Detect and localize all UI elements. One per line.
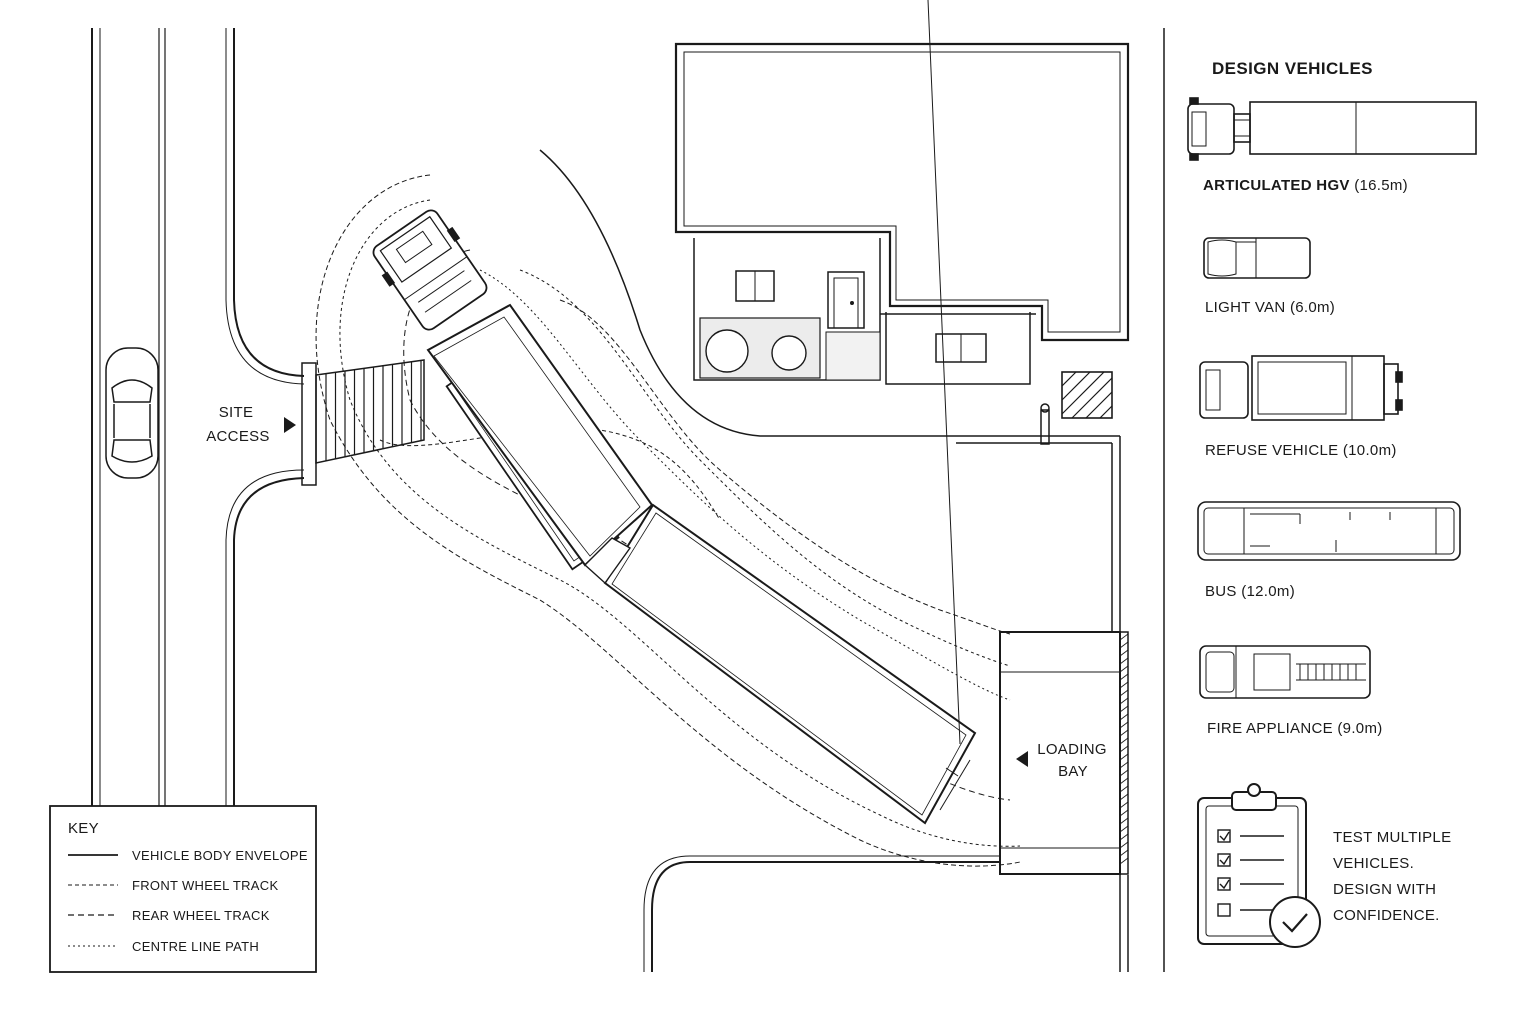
- key-item-rear-wheel: REAR WHEEL TRACK: [68, 908, 270, 923]
- svg-text:CONFIDENCE.: CONFIDENCE.: [1333, 907, 1440, 924]
- clipboard-checklist-icon: [1197, 783, 1321, 948]
- plant-area: [1061, 371, 1113, 419]
- arrow-right-icon: [284, 417, 296, 433]
- svg-text:CENTRE LINE PATH: CENTRE LINE PATH: [132, 939, 259, 954]
- design-vehicles-title: DESIGN VEHICLES: [1212, 59, 1373, 78]
- tree-icon: [705, 329, 807, 373]
- key-item-front-wheel: FRONT WHEEL TRACK: [68, 878, 278, 893]
- vehicle-label-refuse: REFUSE VEHICLE (10.0m): [1205, 442, 1397, 459]
- svg-text:VEHICLES.: VEHICLES.: [1333, 855, 1414, 872]
- arrow-left-icon: [1016, 751, 1028, 767]
- fire-appliance-icon: [1199, 645, 1371, 699]
- light-van-icon: [1203, 237, 1311, 279]
- building: [674, 42, 1130, 385]
- key-item-vehicle-body: VEHICLE BODY ENVELOPE: [68, 848, 308, 863]
- articulated-hgv: [372, 0, 977, 825]
- outer-envelope-path: [315, 174, 1021, 867]
- key-item-centre-line: CENTRE LINE PATH: [68, 939, 259, 954]
- svg-text:REAR WHEEL TRACK: REAR WHEEL TRACK: [132, 908, 270, 923]
- key-title: KEY: [68, 820, 99, 837]
- bus-icon: [1197, 501, 1461, 561]
- site-access-crossing: [301, 359, 425, 486]
- vehicle-label-fire: FIRE APPLIANCE (9.0m): [1207, 720, 1383, 737]
- svg-text:VEHICLE BODY ENVELOPE: VEHICLE BODY ENVELOPE: [132, 848, 308, 863]
- svg-text:ACCESS: ACCESS: [206, 428, 270, 445]
- svg-text:BAY: BAY: [1058, 763, 1088, 780]
- car-icon: [105, 347, 159, 479]
- site-access-label: SITE ACCESS: [206, 404, 296, 445]
- swept-path-tracks: [315, 174, 1021, 867]
- vehicle-label-van: LIGHT VAN (6.0m): [1205, 299, 1335, 316]
- articulated-hgv-icon: [1187, 97, 1477, 161]
- site-kerbs: [539, 149, 1129, 972]
- loading-bay: [999, 631, 1129, 875]
- key-panel: KEY VEHICLE BODY ENVELOPE FRONT WHEEL TR…: [49, 805, 317, 973]
- svg-text:TEST MULTIPLE: TEST MULTIPLE: [1333, 829, 1451, 846]
- svg-text:DESIGN WITH: DESIGN WITH: [1333, 881, 1436, 898]
- loading-bay-label: LOADING BAY: [1016, 741, 1107, 780]
- svg-text:FRONT WHEEL TRACK: FRONT WHEEL TRACK: [132, 878, 278, 893]
- svg-text:LOADING: LOADING: [1037, 741, 1107, 758]
- svg-text:SITE: SITE: [219, 404, 254, 421]
- vehicle-label-hgv: ARTICULATED HGV (16.5m): [1203, 177, 1408, 194]
- vehicle-label-bus: BUS (12.0m): [1205, 583, 1295, 600]
- refuse-vehicle-icon: [1199, 355, 1403, 421]
- callout-text: TEST MULTIPLE VEHICLES. DESIGN WITH CONF…: [1333, 829, 1451, 924]
